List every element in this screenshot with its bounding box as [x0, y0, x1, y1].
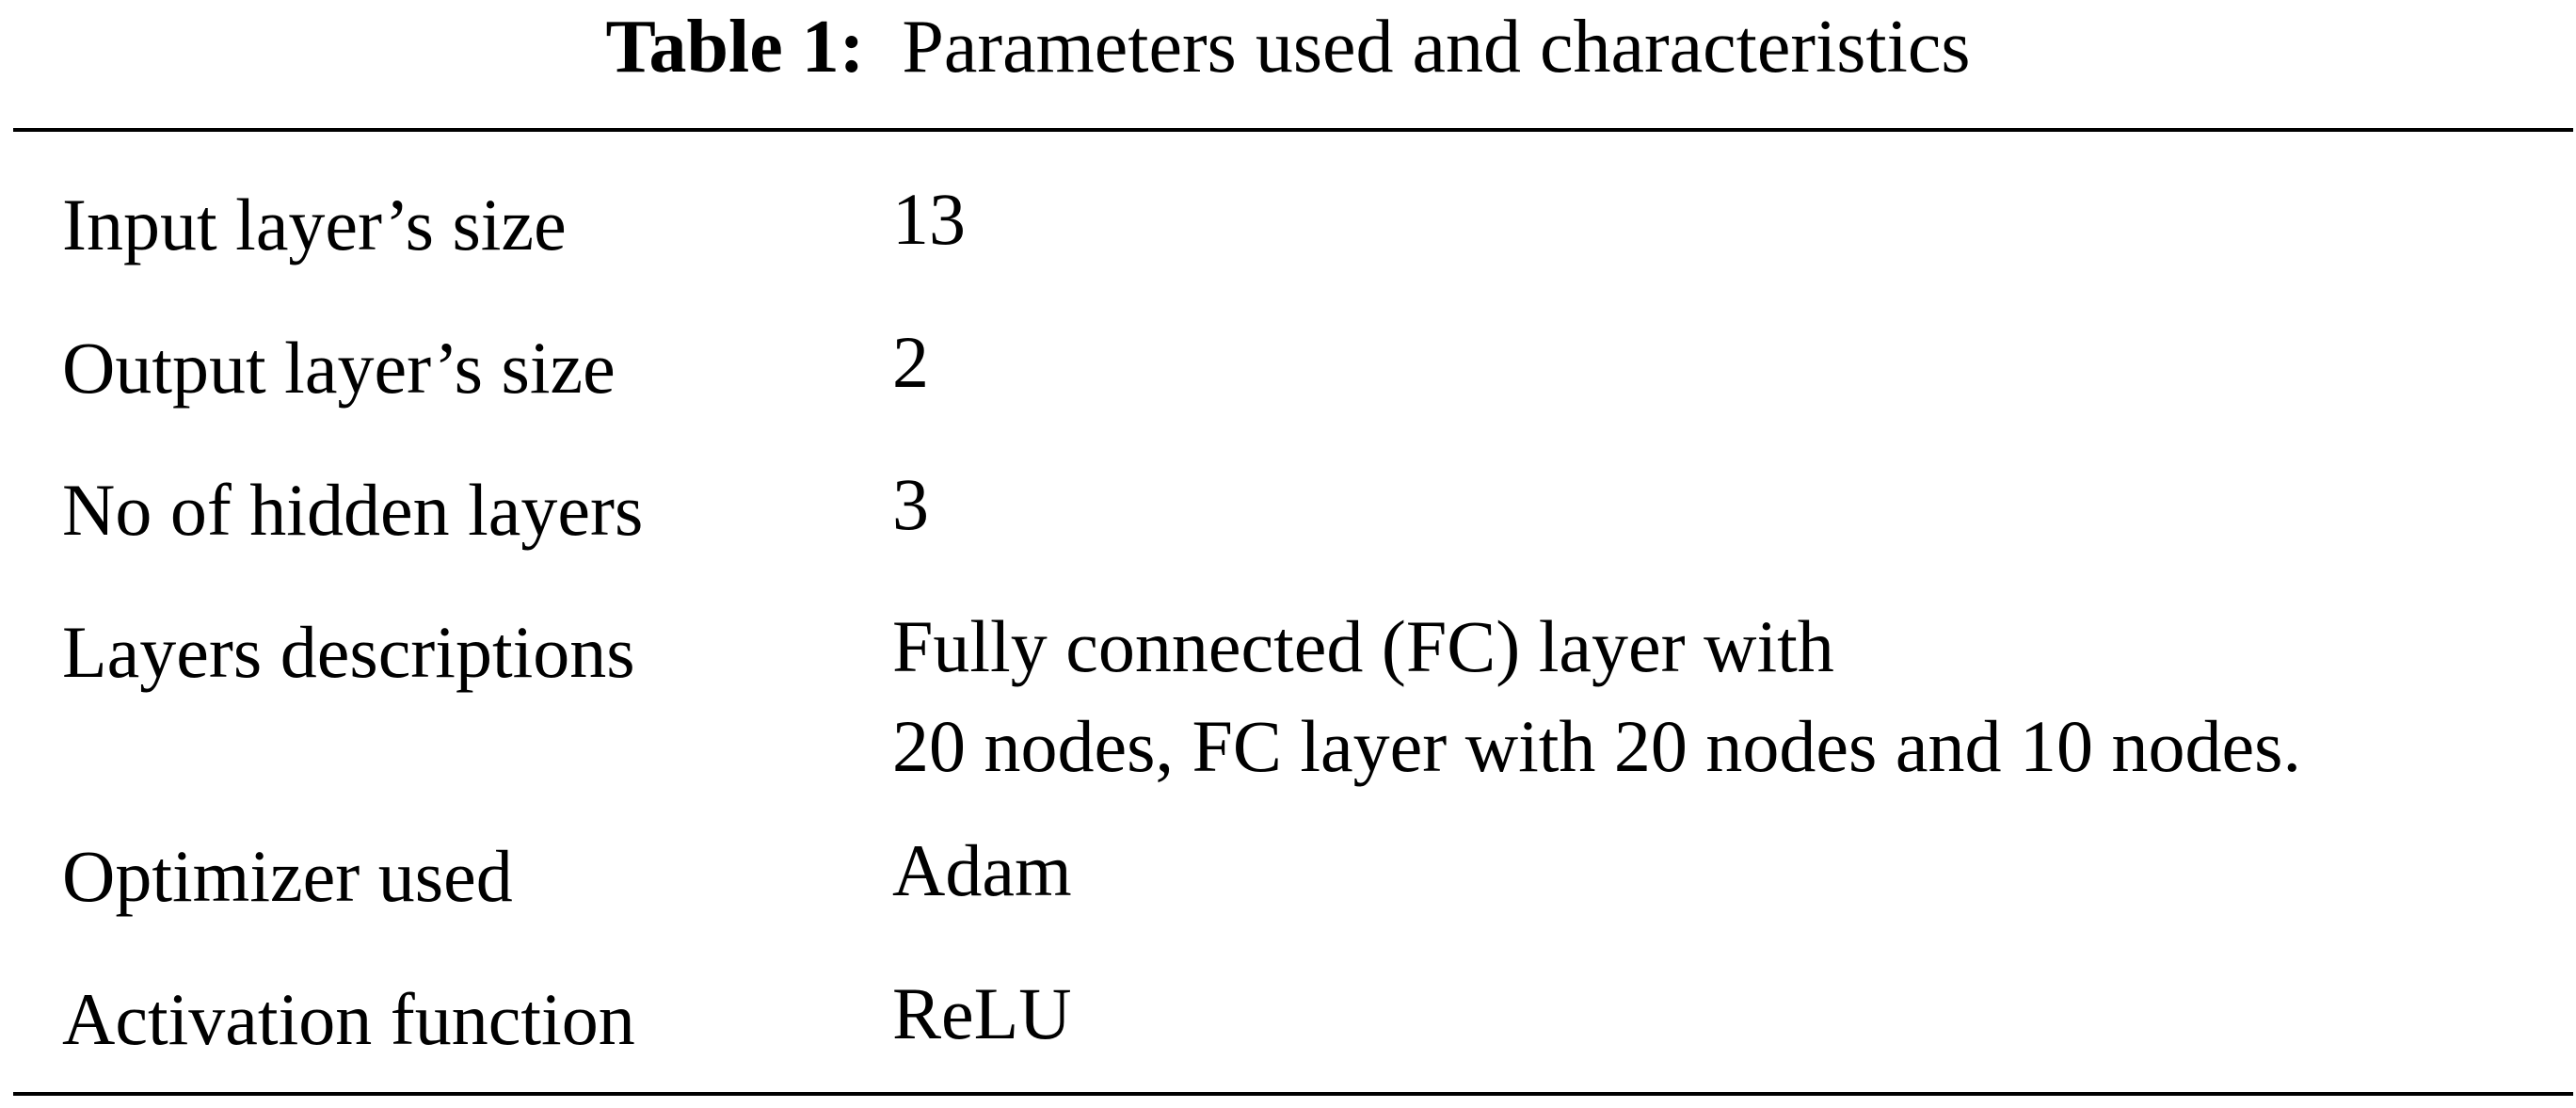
- param-value-line-1: Fully connected (FC) layer with: [892, 605, 1834, 687]
- table-caption-label: Table 1:: [605, 6, 865, 88]
- table-bottom-rule: [13, 1092, 2573, 1096]
- param-value-line-2: 20 nodes, FC layer with 20 nodes and 10 …: [892, 705, 2302, 787]
- param-label: Optimizer used: [62, 835, 513, 917]
- table-caption-text: Parameters used and characteristics: [902, 6, 1971, 88]
- param-label: Activation function: [62, 978, 635, 1060]
- param-value: Adam: [892, 829, 1072, 911]
- param-label: No of hidden layers: [62, 469, 644, 551]
- param-label: Output layer’s size: [62, 327, 616, 409]
- table-caption: Table 1: Parameters used and characteris…: [0, 0, 2576, 94]
- param-label: Input layer’s size: [62, 184, 567, 265]
- param-value: ReLU: [892, 972, 1072, 1054]
- param-value: 2: [892, 321, 929, 403]
- table-top-rule: [13, 128, 2573, 132]
- param-value: 13: [892, 178, 966, 260]
- param-value: 3: [892, 463, 929, 545]
- param-label: Layers descriptions: [62, 611, 635, 693]
